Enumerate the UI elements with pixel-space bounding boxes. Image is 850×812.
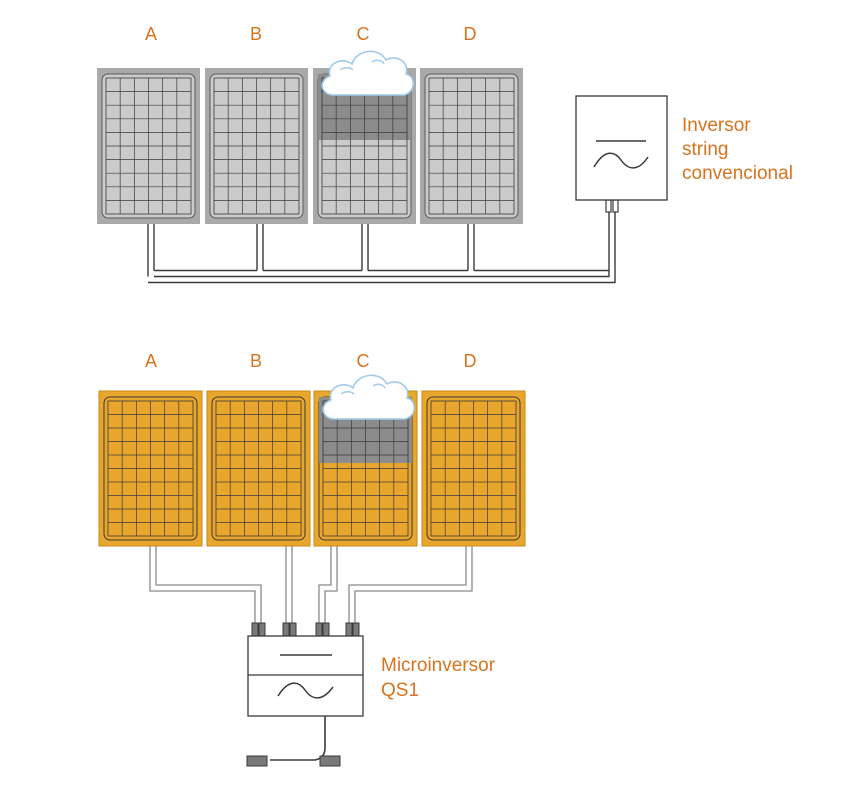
top-panel-d-label: D [464, 24, 477, 44]
panel-cell-grid [107, 400, 194, 537]
microinverter-qs1 [247, 635, 364, 717]
bottom-panel-d [421, 390, 526, 547]
bottom-panel-a-label: A [145, 351, 157, 371]
ac-output-cable [246, 716, 341, 767]
bottom-panel-c-label: C [357, 351, 370, 371]
panel-cell-grid [213, 77, 300, 215]
micro-input-connectors [251, 622, 360, 637]
microinverter-label-line-1: Microinversor [381, 655, 496, 676]
panel-cell-grid [430, 400, 517, 537]
top-panel-b-label: B [250, 24, 262, 44]
top-panel-b [205, 68, 308, 224]
panel-cell-grid [105, 77, 192, 215]
top-panel-d [420, 68, 523, 224]
microinverter-label-line-2: QS1 [381, 680, 419, 701]
bottom-panel-b-label: B [250, 351, 262, 371]
ac-dc-icon [277, 654, 334, 699]
string-inverter-label-line-2: string [682, 139, 728, 160]
cloud-icon [322, 374, 416, 420]
bottom-diagram: A B C D Microinversor QS1 [98, 351, 526, 767]
string-inverter-label: Inversor string convencional [682, 115, 793, 184]
panel-cell-grid [428, 77, 515, 215]
top-panel-c-label: C [357, 24, 370, 44]
string-inverter-label-line-3: convencional [682, 163, 793, 184]
string-inverter [575, 95, 668, 201]
string-inverter-label-line-1: Inversor [682, 115, 751, 136]
bottom-panel-a [98, 390, 203, 547]
ac-dc-icon [593, 140, 649, 169]
bottom-panel-d-label: D [464, 351, 477, 371]
panel-cell-grid [215, 400, 302, 537]
top-connector [605, 199, 619, 213]
cloud-icon [321, 50, 415, 96]
top-string-wiring [147, 212, 616, 284]
bottom-panel-b [206, 390, 311, 547]
top-diagram: A B C D Inversor string convencional [97, 24, 793, 284]
microinverter-label: Microinversor QS1 [381, 655, 500, 701]
top-panel-c [313, 68, 416, 224]
top-panel-a [97, 68, 200, 224]
micro-wiring [149, 546, 473, 623]
top-panel-a-label: A [145, 24, 157, 44]
